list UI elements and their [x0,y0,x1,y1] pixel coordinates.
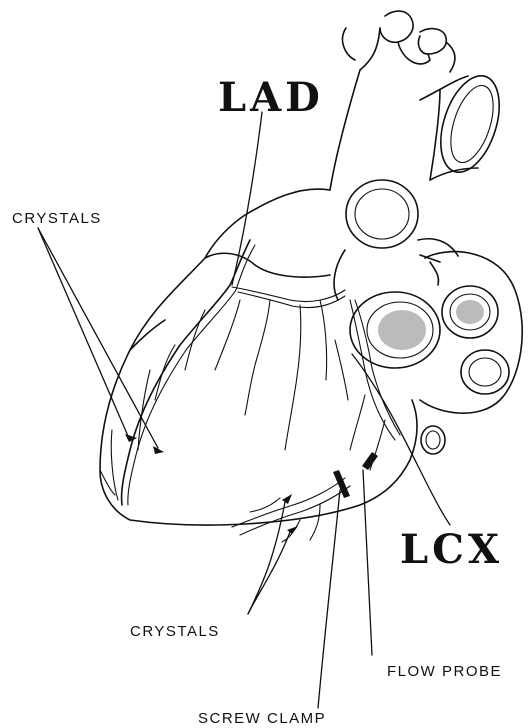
arrowheads [125,434,298,534]
vessel-rings [350,252,522,454]
lcx-artery [232,300,400,542]
lad-artery [100,240,345,505]
lcx-label: LCX [400,530,503,570]
screw-clamp-label: SCREW CLAMP [198,711,326,726]
pulmonary-ring [346,180,458,256]
flow-probe-label: FLOW PROBE [387,664,502,679]
crystals-bottom-label: CRYSTALS [130,624,220,639]
aortic-arch [330,11,455,190]
leader-lines [38,112,450,708]
screw-clamp-device [333,470,350,498]
lad-label: LAD [218,78,324,118]
aorta-ring [420,68,510,180]
flow-probe-device [362,452,378,470]
crystals-top-label: CRYSTALS [12,211,102,226]
